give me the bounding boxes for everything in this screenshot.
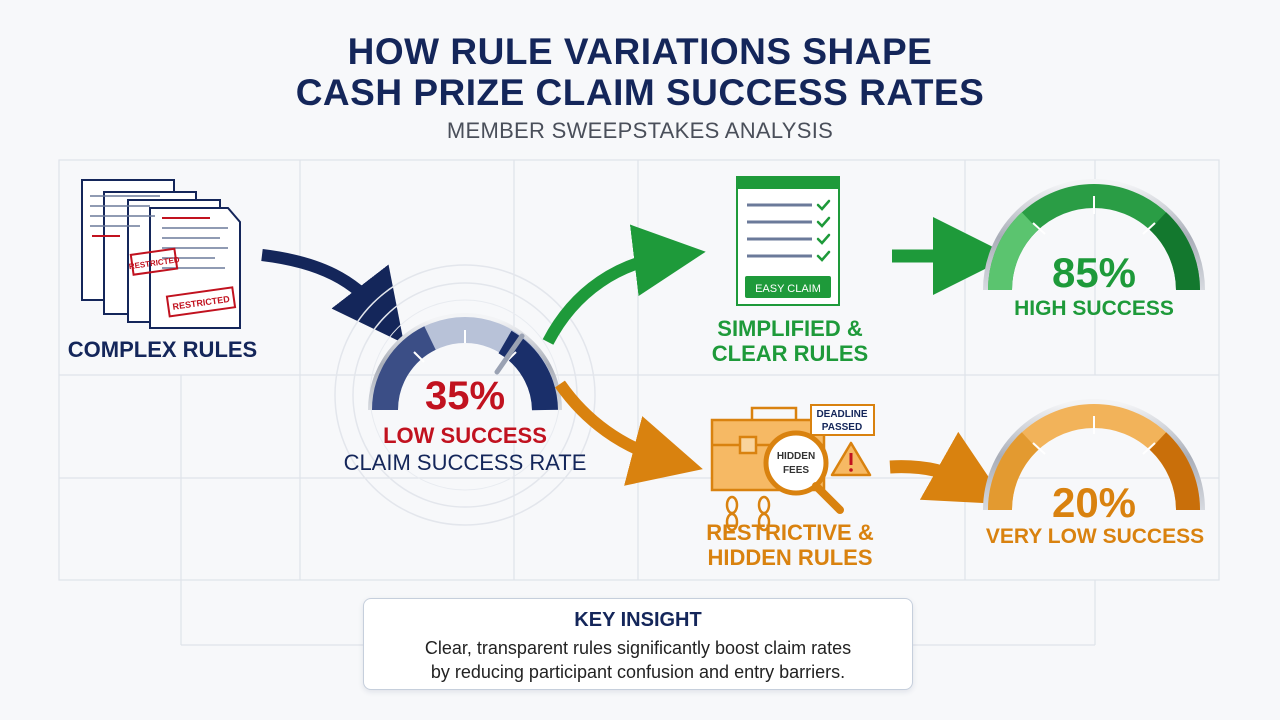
gauge-needle [494,333,525,375]
deadline-tag: DEADLINE PASSED [810,404,875,436]
low-gauge-value: 20% [1051,479,1137,526]
restrictive-label-line-1: RESTRICTIVE & [706,520,874,545]
high-gauge-value: 85% [1051,249,1137,296]
arrow-to-simplified [542,224,706,345]
subtitle: MEMBER SWEEPSTAKES ANALYSIS [446,118,834,143]
svg-text:DEADLINE: DEADLINE [816,409,867,420]
key-insight-box: KEY INSIGHT Clear, transparent rules sig… [363,598,913,690]
easy-claim-button [745,276,831,298]
key-insight-heading: KEY INSIGHT [574,609,702,631]
key-insight-line-2: by reducing participant confusion and en… [430,662,846,682]
gauge-fill-low [371,326,437,411]
center-gauge-status: LOW SUCCESS [383,423,547,448]
svg-text:PASSED: PASSED [822,422,862,433]
arrow-to-restrictive [555,380,703,486]
high-success-gauge [983,179,1205,291]
restrictive-label-line-2: HIDDEN RULES [707,545,873,570]
key-insight-line-1: Clear, transparent rules significantly b… [424,638,852,658]
arrow-to-low-gauge [889,431,1007,505]
center-gauge-value: 35% [424,374,506,418]
svg-text:HIDDEN: HIDDEN [777,451,815,462]
arrow-complex-to-gauge [261,249,404,344]
warning-icon [830,441,872,477]
center-gauge [334,264,596,526]
center-gauge-caption: CLAIM SUCCESS RATE [343,450,587,475]
check-icons [816,199,831,262]
very-low-success-gauge [983,399,1205,511]
documents-icon [81,179,241,329]
complex-rules-label: COMPLEX RULES [67,337,258,362]
title-line-2: CASH PRIZE CLAIM SUCCESS RATES [295,72,985,113]
svg-text:EASY CLAIM: EASY CLAIM [755,283,821,295]
simplified-label-line-2: CLEAR RULES [711,341,869,366]
low-gauge-status: VERY LOW SUCCESS [985,525,1205,548]
title-line-1: HOW RULE VARIATIONS SHAPE [347,31,933,72]
checklist-document-icon: EASY CLAIM [736,176,840,306]
simplified-label-line-1: SIMPLIFIED & [717,316,863,341]
high-gauge-status: HIGH SUCCESS [1014,297,1174,320]
svg-text:FEES: FEES [783,465,809,476]
magnifier-icon: HIDDEN FEES [763,430,844,514]
